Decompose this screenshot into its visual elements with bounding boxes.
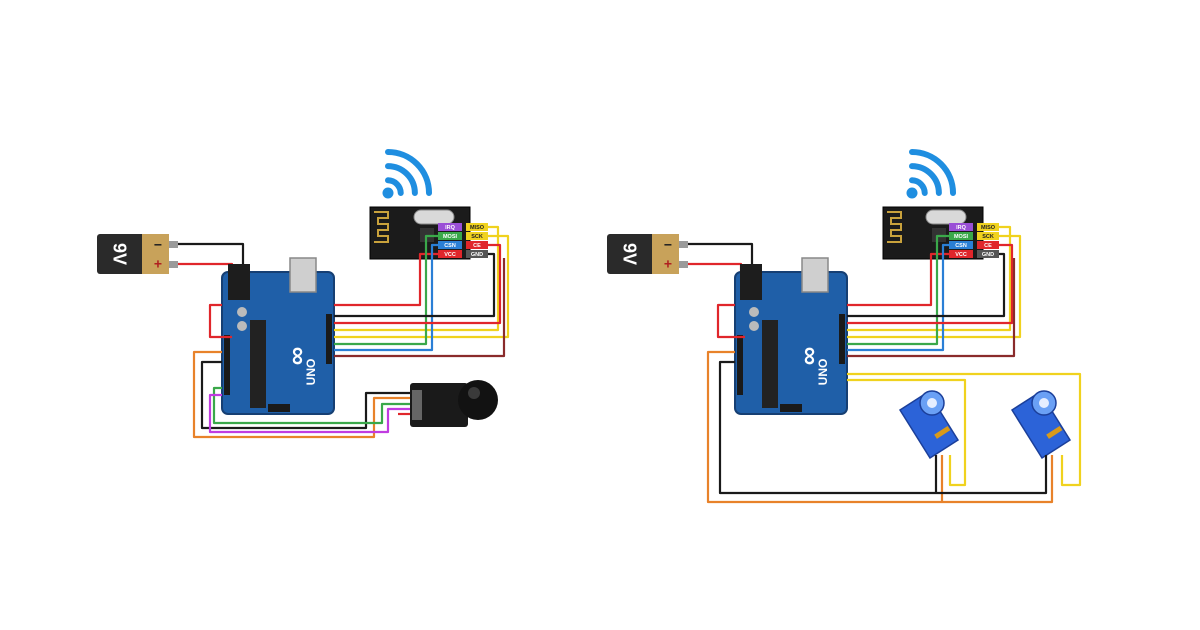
svg-text:MISO: MISO [981, 225, 996, 231]
battery-wire-red [688, 262, 743, 274]
pin-csn-rx: CSN [949, 241, 973, 249]
arduino-uno-board: ∞ UNO [221, 257, 335, 415]
svg-text:IRQ: IRQ [956, 225, 967, 231]
nrf-wires-rx [716, 225, 1022, 358]
svg-text:VCC: VCC [955, 252, 967, 258]
svg-text:SCK: SCK [471, 234, 483, 240]
nrf-wires-tx [208, 225, 510, 358]
battery-wire-black [688, 242, 754, 270]
battery-plus: + [154, 256, 162, 272]
arduino-logo: ∞ [281, 347, 311, 366]
receiver-circuit: 9V − + ∞ UNO IRQ MOSI CS [607, 148, 1082, 504]
arduino-brand: UNO [304, 359, 318, 386]
pin-sck-rx: SCK [977, 232, 999, 240]
pin-gnd-rx: GND [977, 250, 999, 258]
pin-vcc-rx: VCC [949, 250, 973, 258]
battery-9v-icon: 9V − + [97, 234, 178, 274]
battery-minus: − [664, 237, 672, 253]
battery-label: 9V [619, 243, 639, 265]
joystick-wires [192, 350, 410, 439]
wifi-signal-icon [382, 148, 433, 199]
svg-text:SCK: SCK [982, 234, 994, 240]
pin-ce-tx: CE [466, 241, 488, 249]
svg-text:CE: CE [984, 243, 992, 249]
arduino-logo: ∞ [793, 347, 823, 366]
pin-csn-tx: CSN [438, 241, 462, 249]
svg-text:MOSI: MOSI [443, 234, 458, 240]
pin-vcc-tx: VCC [438, 250, 462, 258]
battery-wire-black [178, 242, 245, 270]
svg-text:GND: GND [982, 252, 994, 258]
arduino-uno-board: ∞ UNO [734, 257, 848, 415]
pin-mosi-tx: MOSI [438, 232, 462, 240]
pin-irq-rx: IRQ [949, 223, 973, 231]
battery-minus: − [154, 237, 162, 253]
pin-mosi-rx: MOSI [949, 232, 973, 240]
svg-text:IRQ: IRQ [445, 225, 456, 231]
svg-text:CSN: CSN [444, 243, 456, 249]
pin-sck-tx: SCK [466, 232, 488, 240]
servo-motor-icon [898, 390, 960, 460]
svg-text:VCC: VCC [444, 252, 456, 258]
servo-wires [706, 350, 1082, 504]
svg-text:MOSI: MOSI [954, 234, 969, 240]
battery-label: 9V [109, 243, 129, 265]
wifi-signal-icon [906, 148, 957, 199]
pin-ce-rx: CE [977, 241, 999, 249]
battery-plus: + [664, 256, 672, 272]
servo-motor-icon [1010, 390, 1072, 460]
nrf24-pin-labels-tx: IRQ MOSI CSN VCC MISO SCK CE GND [438, 223, 488, 258]
nrf24-pin-labels-rx: IRQ MOSI CSN VCC MISO SCK CE GND [949, 223, 999, 258]
battery-9v-icon: 9V − + [607, 234, 688, 274]
joystick-module-icon [410, 380, 498, 427]
svg-text:CE: CE [473, 243, 481, 249]
svg-text:CSN: CSN [955, 243, 967, 249]
arduino-brand: UNO [816, 359, 830, 386]
pin-miso-tx: MISO [466, 223, 488, 231]
svg-text:MISO: MISO [470, 225, 485, 231]
pin-irq-tx: IRQ [438, 223, 462, 231]
pin-miso-rx: MISO [977, 223, 999, 231]
transmitter-circuit: 9V − + ∞ UNO IRQ [97, 148, 510, 439]
svg-text:GND: GND [471, 252, 483, 258]
pin-gnd-tx: GND [466, 250, 488, 258]
